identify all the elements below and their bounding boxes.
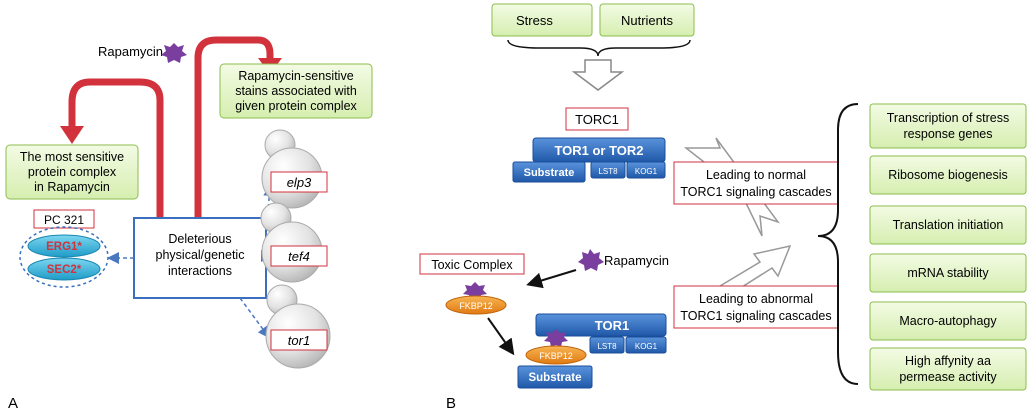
abnormal-cascade-line-1: Leading to abnormal [699,292,813,306]
complex-id-box [33,209,95,229]
substrate-block-abnormal [517,365,593,389]
lst8-label-abnormal: LST8 [597,342,617,351]
fkbp12-label-bound: FKBP12 [539,351,573,361]
sec2-ellipse [27,257,101,281]
normal-cascade-line-2: TORC1 signaling cascades [680,185,831,199]
fkbp12-ellipse-bound [525,345,587,365]
fkbp-bound-star-icon [463,282,487,300]
most-sensitive-box [5,144,139,200]
most-sensitive-line-2: protein complex [28,165,117,179]
fkbp12-ellipse [445,295,507,315]
tor1-label: TOR1 [595,318,629,333]
substrate-label-normal: Substrate [524,167,575,179]
output-box-transcription: Transcription of stress response genes [869,103,1027,149]
sec2-label: SEC2* [47,264,82,276]
output-transcription-line-2: response genes [904,127,993,141]
output-box-translation: Translation initiation [869,205,1027,245]
sensitive-strains-line-1: Rapamycin-sensitive [238,69,353,83]
substrate-label-abnormal: Substrate [528,372,581,384]
kog1-label-abnormal: KOG1 [635,342,658,351]
nutrients-label: Nutrients [621,13,674,28]
most-sensitive-line-3: in Rapamycin [34,180,110,194]
output-autophagy-label: Macro-autophagy [899,314,997,328]
rapamycin-label-b: Rapamycin [604,253,669,268]
output-permease-line-2: permease activity [899,370,997,384]
yeast-cell-tor1: tor1 [265,284,331,369]
lst8-label-normal: LST8 [598,167,618,176]
normal-cascade-line-1: Leading to normal [706,168,806,182]
erg1-ellipse [27,234,101,258]
outputs-brace [817,103,859,385]
rapamycin-star-icon-b [578,249,604,271]
output-transcription-line-1: Transcription of stress [887,111,1010,125]
toxic-complex-box [419,253,525,275]
output-translation-label: Translation initiation [893,218,1004,232]
normal-cascade-box [673,161,839,205]
torc1-label: TORC1 [575,112,619,127]
black-arrow-to-abnormal-complex [487,317,515,356]
toxic-complex-label: Toxic Complex [431,258,513,272]
most-sensitive-line-1: The most sensitive [20,150,124,164]
output-box-ribosome: Ribosome biogenesis [869,155,1027,195]
substrate-block-normal [512,161,586,183]
dashed-arrow-to-tor1 [239,297,270,339]
stress-box [491,3,593,37]
interactions-line-3: interactions [168,264,232,278]
erg1-label: ERG1* [46,241,82,253]
tor1-or-tor2-label: TOR1 or TOR2 [554,143,643,158]
sensitive-strains-line-3: given protein complex [235,99,357,113]
gene-label-tef4: tef4 [288,249,310,264]
kog1-block-abnormal [625,336,667,354]
rapamycin-star-icon [161,43,187,63]
sensitive-strains-line-2: stains associated with [235,84,357,98]
hollow-down-arrow [571,59,625,91]
lst8-block-abnormal [589,336,625,354]
red-curved-arrow-left [68,78,164,218]
torc1-label-box [565,107,629,131]
output-ribosome-label: Ribosome biogenesis [888,168,1008,182]
complex-bound-star-icon [544,329,568,347]
yeast-cell-elp3: elp3 [261,129,328,209]
black-arrow-rapamycin-to-fkbp [526,269,577,289]
stress-label: Stress [516,13,553,28]
nutrients-box [599,3,695,37]
tor1-block [535,313,667,337]
lst8-block-normal [590,161,626,179]
rapamycin-label-a: Rapamycin [98,44,163,59]
output-mrna-label: mRNA stability [907,266,989,280]
sensitive-strains-box [219,63,373,119]
abnormal-cascade-box [673,285,839,329]
gene-label-elp3: elp3 [287,175,312,190]
kog1-label-normal: KOG1 [635,167,658,176]
gene-label-tor1: tor1 [288,333,310,348]
output-permease-line-1: High affynity aa [905,354,991,368]
red-curved-arrow-right [194,36,274,218]
output-box-autophagy: Macro-autophagy [869,301,1027,341]
interactions-line-2: physical/genetic [156,248,245,262]
panel-b-label: B [446,395,456,412]
inputs-brace [507,39,691,57]
output-box-permease: High affynity aa permease activity [869,347,1027,391]
kog1-block-normal [626,161,666,179]
complex-id-label: PC 321 [44,213,84,227]
interactions-line-1: Deleterious [168,232,231,246]
fkbp12-label: FKBP12 [459,301,493,311]
panel-a-label: A [8,395,18,412]
red-arrowhead-left [60,126,84,144]
yeast-cell-tef4: tef4 [260,202,328,283]
abnormal-cascade-line-2: TORC1 signaling cascades [680,309,831,323]
output-box-mrna: mRNA stability [869,253,1027,293]
